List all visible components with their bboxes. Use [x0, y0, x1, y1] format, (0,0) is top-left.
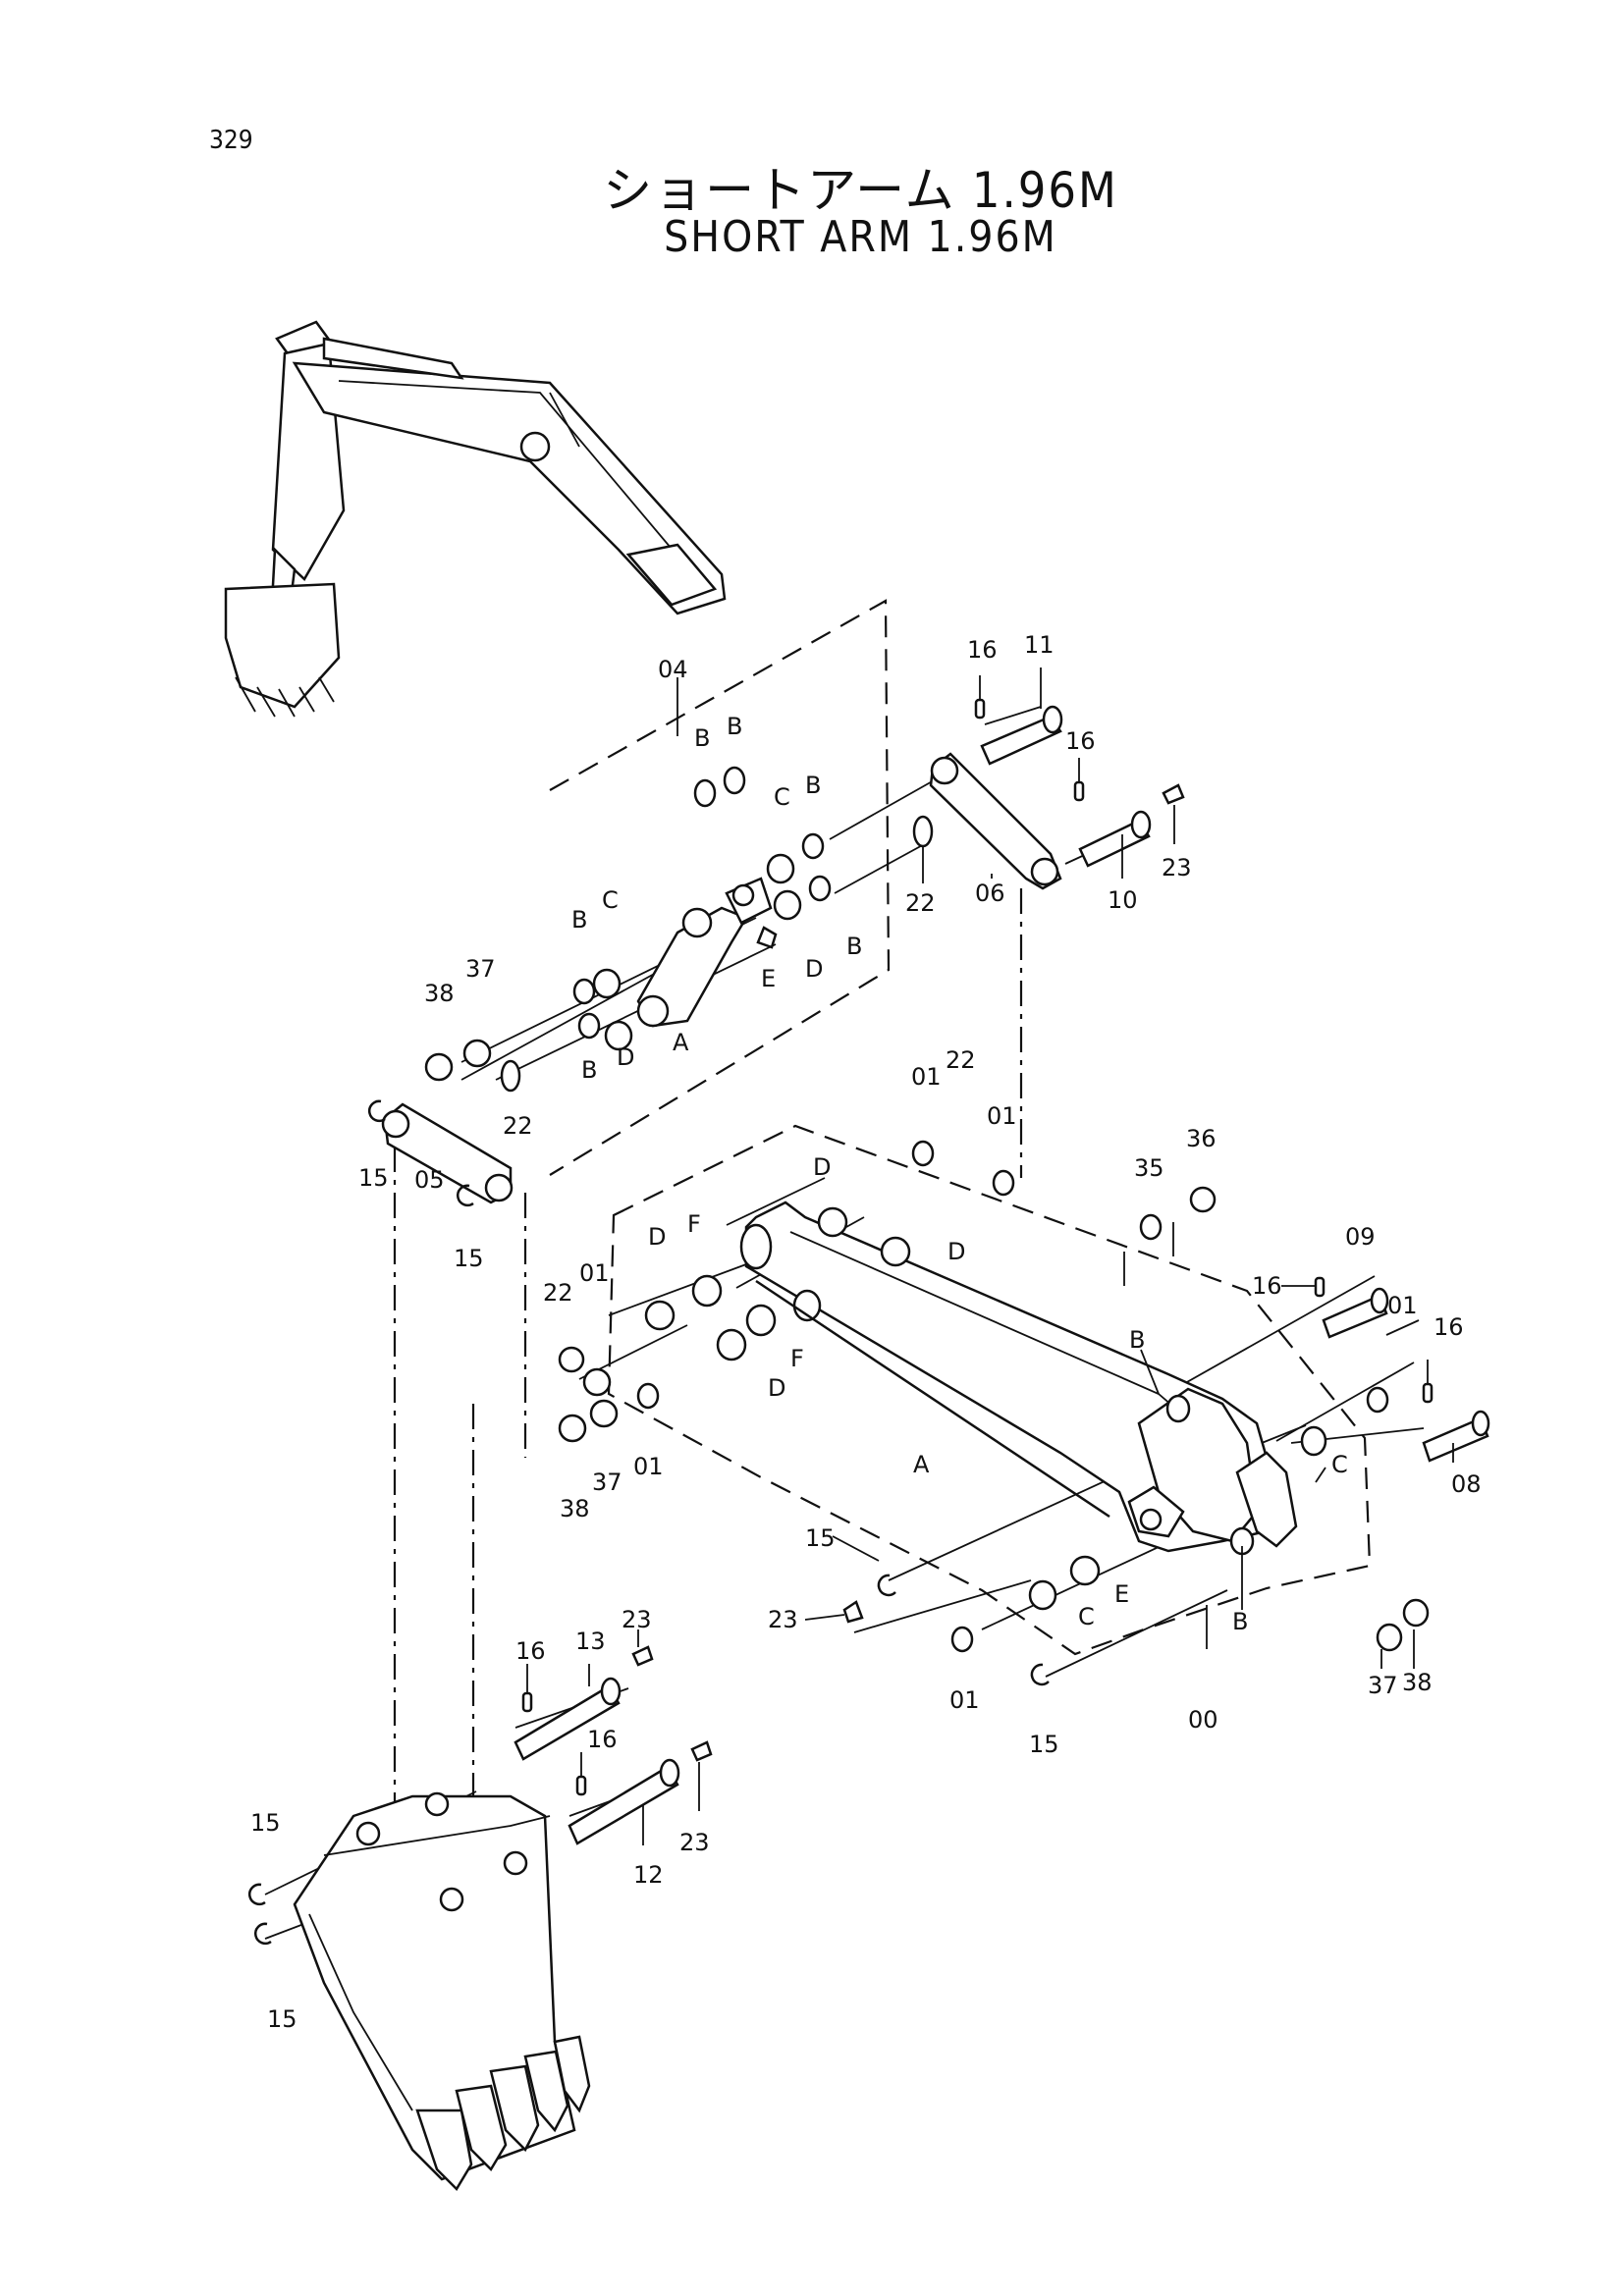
small-parts [248, 667, 1490, 1946]
callout-E: E [761, 965, 776, 992]
callout-B: B [694, 724, 710, 752]
title-japanese: ショートアーム 1.96M [603, 162, 1118, 219]
callout-16: 16 [1065, 727, 1096, 755]
callout-37: 37 [592, 1468, 622, 1496]
callout-C: C [1331, 1451, 1348, 1478]
callout-B: B [1232, 1608, 1248, 1635]
callout-15: 15 [1029, 1731, 1059, 1758]
callout-01: 01 [911, 1063, 942, 1091]
callout-23: 23 [768, 1606, 798, 1633]
callout-22: 22 [946, 1046, 976, 1074]
callout-labels: 04 16 11 16 23 10 06 22 B B B C B D E B … [250, 631, 1482, 2033]
callout-10: 10 [1108, 886, 1138, 914]
callout-E: E [1114, 1580, 1129, 1608]
callout-D: D [813, 1153, 831, 1181]
callout-16: 16 [587, 1726, 618, 1753]
callout-A: A [913, 1451, 930, 1478]
callout-23: 23 [679, 1829, 710, 1856]
callout-23: 23 [1162, 854, 1192, 881]
callout-B: B [846, 933, 862, 960]
callout-D: D [947, 1238, 965, 1265]
callout-F: F [790, 1345, 804, 1372]
callout-16: 16 [1434, 1313, 1464, 1341]
link-05 [381, 1102, 514, 1204]
callout-B: B [571, 906, 587, 934]
callout-35: 35 [1134, 1154, 1164, 1182]
group-04-outline [549, 599, 891, 1176]
callout-B: B [727, 713, 742, 740]
link-06 [929, 752, 1062, 890]
callout-01: 01 [1387, 1292, 1418, 1319]
callout-37: 37 [465, 955, 496, 983]
callout-B: B [1129, 1326, 1145, 1354]
page-number: 329 [209, 126, 253, 155]
callout-C: C [774, 783, 790, 811]
callout-22: 22 [503, 1112, 533, 1140]
callout-23: 23 [622, 1606, 652, 1633]
callout-F: F [687, 1210, 701, 1238]
callout-00: 00 [1188, 1706, 1218, 1734]
callout-11: 11 [1024, 631, 1055, 659]
bracket-assembly-04 [636, 877, 778, 1028]
callout-22: 22 [543, 1279, 573, 1307]
callout-06: 06 [975, 880, 1005, 907]
callout-D: D [648, 1223, 666, 1251]
callout-15: 15 [454, 1245, 484, 1272]
callout-01: 01 [987, 1102, 1017, 1130]
callout-38: 38 [424, 980, 455, 1007]
callout-15: 15 [805, 1524, 836, 1552]
callout-13: 13 [575, 1628, 606, 1655]
callout-09: 09 [1345, 1223, 1376, 1251]
callout-A: A [673, 1029, 689, 1056]
callout-B: B [581, 1056, 597, 1084]
callout-15: 15 [358, 1164, 389, 1192]
callout-16: 16 [1252, 1272, 1282, 1300]
arm-body-00 [739, 1201, 1298, 1556]
title-english: SHORT ARM 1.96M [664, 212, 1057, 262]
callout-05: 05 [414, 1166, 445, 1194]
callout-15: 15 [267, 2005, 298, 2033]
callout-D: D [805, 955, 823, 983]
callout-C: C [602, 886, 619, 914]
callout-D: D [617, 1043, 634, 1071]
callout-12: 12 [633, 1861, 664, 1889]
callout-08: 08 [1451, 1470, 1482, 1498]
callout-01: 01 [949, 1686, 980, 1714]
callout-01: 01 [579, 1259, 610, 1287]
group-00-outline [607, 1124, 1372, 1656]
bucket-illustration [293, 1791, 591, 2192]
callout-38: 38 [560, 1495, 590, 1522]
callout-38: 38 [1402, 1669, 1433, 1696]
callout-15: 15 [250, 1809, 281, 1837]
callout-16: 16 [515, 1637, 546, 1665]
excavator-overview-illustration [224, 320, 727, 718]
callout-C: C [1078, 1603, 1095, 1630]
callout-16: 16 [967, 636, 998, 664]
callout-04: 04 [658, 656, 688, 683]
callout-22: 22 [905, 889, 936, 917]
callout-36: 36 [1186, 1125, 1217, 1152]
callout-D: D [768, 1374, 785, 1402]
callout-01: 01 [633, 1453, 664, 1480]
callout-B: B [805, 772, 821, 799]
callout-37: 37 [1368, 1672, 1398, 1699]
